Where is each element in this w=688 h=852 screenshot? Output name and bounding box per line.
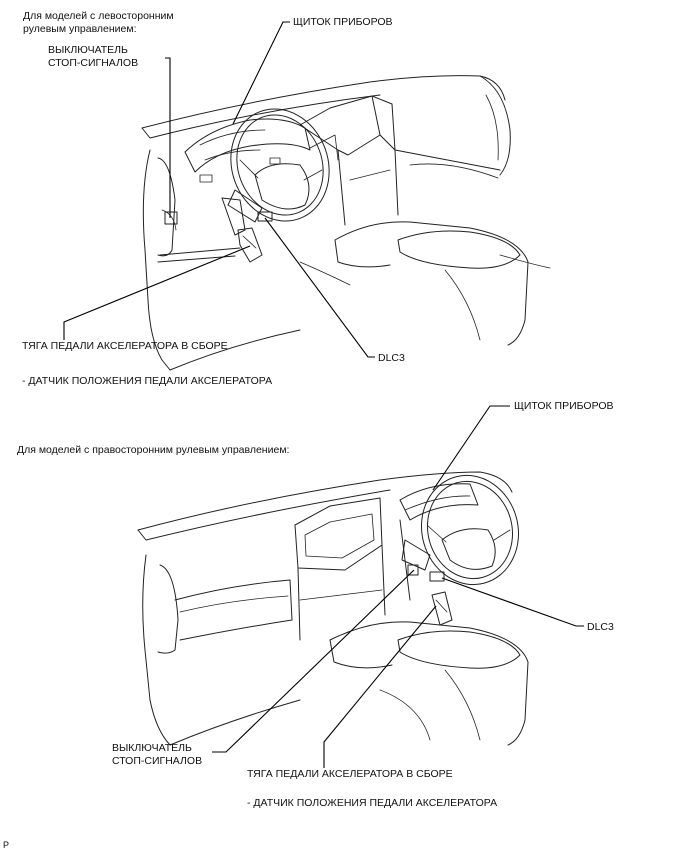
rhd-caption: Для моделей с правосторонним рулевым упр… <box>17 444 290 456</box>
rhd-pedal-label: ТЯГА ПЕДАЛИ АКСЕЛЕРАТОРА В СБОРЕ <box>247 768 453 780</box>
lhd-brake-switch-label: ВЫКЛЮЧАТЕЛЬ СТОП-СИГНАЛОВ <box>48 44 139 69</box>
rhd-brake-switch-label: ВЫКЛЮЧАТЕЛЬ СТОП-СИГНАЛОВ <box>112 742 203 767</box>
rhd-cluster-label: ЩИТОК ПРИБОРОВ <box>514 400 614 412</box>
rhd-dlc3-label: DLC3 <box>587 621 614 633</box>
lhd-leader-lines <box>63 21 375 358</box>
lhd-cluster-label: ЩИТОК ПРИБОРОВ <box>293 16 393 28</box>
rhd-sensor-label: - ДАТЧИК ПОЛОЖЕНИЯ ПЕДАЛИ АКСЕЛЕРАТОРА <box>247 797 498 809</box>
lhd-sensor-label: - ДАТЧИК ПОЛОЖЕНИЯ ПЕДАЛИ АКСЕЛЕРАТОРА <box>22 375 273 387</box>
lhd-dashboard-drawing <box>141 75 551 371</box>
rhd-dashboard-drawing <box>137 471 529 746</box>
lhd-dlc3-label: DLC3 <box>378 352 405 364</box>
footer-mark: P <box>3 840 10 850</box>
lhd-caption: Для моделей с левосторонним рулевым упра… <box>23 10 174 35</box>
lhd-pedal-label: ТЯГА ПЕДАЛИ АКСЕЛЕРАТОРА В СБОРЕ <box>22 340 228 352</box>
rhd-leader-lines <box>212 405 584 768</box>
